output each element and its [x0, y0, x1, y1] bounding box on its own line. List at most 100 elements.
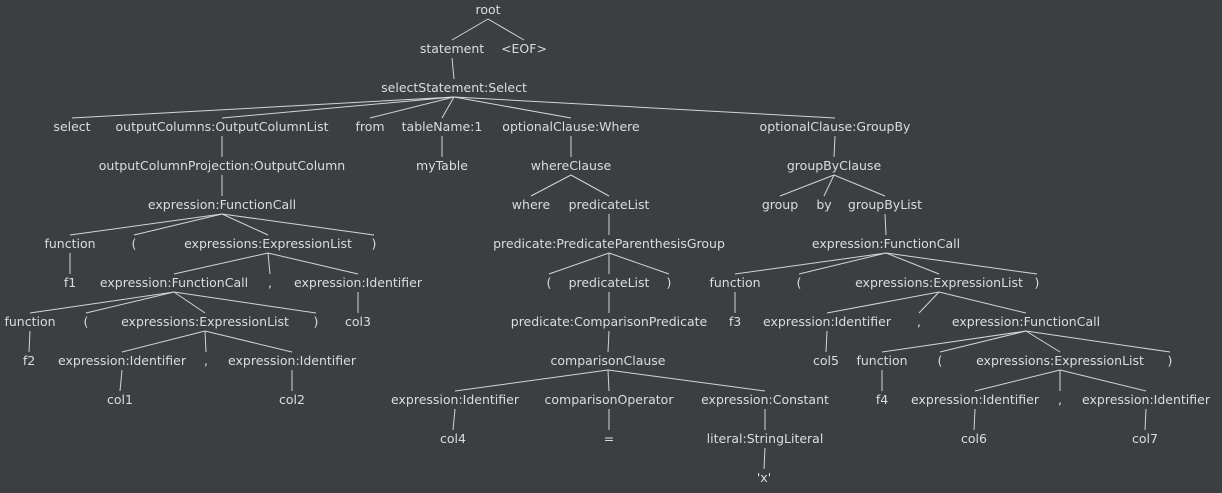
- edge-root-to-eof: [487, 18, 525, 41]
- tree-node-tablename-1: tableName:1: [401, 119, 483, 134]
- edge-gfc-to-gexprs: [885, 252, 940, 275]
- tree-node-expression-identifier: expression:Identifier: [294, 275, 422, 290]
- tree-node-expressions-expressionlist: expressions:ExpressionList: [855, 275, 1023, 290]
- edge-gexprs-to-gfc2: [938, 291, 1027, 314]
- edge-gfc2-to-glp2: [939, 330, 1027, 353]
- edge-compClause-to-id_col4: [454, 369, 609, 392]
- edge-compPred-to-compClause: [607, 330, 610, 353]
- tree-node-from: from: [355, 119, 385, 134]
- edge-id_col4-to-col4: [452, 408, 456, 431]
- edge-groupByClause-to-groupByList: [833, 174, 886, 197]
- tree-node-eof: <EOF>: [501, 41, 547, 56]
- edge-fc1-to-lp1: [133, 213, 223, 236]
- tree-node-selectstatement-select: selectStatement:Select: [381, 80, 527, 95]
- edge-exprs2-to-id_col2: [204, 330, 293, 353]
- tree-node-statement: statement: [419, 41, 485, 56]
- tree-node-f3: f3: [728, 314, 742, 329]
- tree-node-expressions-expressionlist: expressions:ExpressionList: [184, 236, 352, 251]
- tree-node-select: select: [53, 119, 91, 134]
- tree-node-expression-functioncall: expression:FunctionCall: [811, 236, 961, 251]
- tree-node-symbol: (: [937, 353, 943, 368]
- edge-gexprs-to-id_col5: [826, 291, 940, 314]
- tree-node-expression-constant: expression:Constant: [701, 392, 829, 407]
- edge-selectStatement-to-outputColumns: [221, 96, 455, 119]
- tree-node-comparisonclause: comparisonClause: [550, 353, 666, 368]
- tree-node-function: function: [4, 314, 56, 329]
- tree-node-predicatelist: predicateList: [568, 197, 650, 212]
- edge-exprs1-to-id_col3: [267, 252, 359, 275]
- tree-node-col1: col1: [107, 392, 133, 407]
- tree-node-where: where: [511, 197, 551, 212]
- edge-selectStatement-to-from_kw: [369, 96, 455, 119]
- edge-fc2-to-function2: [29, 291, 175, 314]
- tree-node-col6: col6: [961, 431, 987, 446]
- edge-groupByClause-to-group_kw: [779, 174, 835, 197]
- edge-gfc-to-gfunction: [734, 252, 887, 275]
- tree-node-symbol: ,: [917, 314, 921, 329]
- edge-gexprs2-to-id_col6: [974, 369, 1061, 392]
- tree-node-symbol: ): [1167, 353, 1173, 368]
- tree-node-expression-identifier: expression:Identifier: [58, 353, 186, 368]
- tree-node-symbol: (: [131, 236, 137, 251]
- edge-fc1-to-exprs1: [221, 213, 269, 236]
- tree-node-expression-identifier: expression:Identifier: [763, 314, 891, 329]
- edge-gexprs-to-gcomma: [918, 291, 940, 314]
- edge-statement-to-selectStatement: [451, 57, 455, 80]
- tree-node-expression-functioncall: expression:FunctionCall: [951, 314, 1101, 329]
- tree-node-root: root: [475, 2, 501, 17]
- tree-node-expression-identifier: expression:Identifier: [1082, 392, 1210, 407]
- tree-node-col4: col4: [440, 431, 466, 446]
- tree-node-col5: col5: [813, 353, 839, 368]
- tree-node-outputcolumns-outputcolumnlist: outputColumns:OutputColumnList: [115, 119, 329, 134]
- edge-strLit-to-xlit: [763, 447, 766, 470]
- tree-node-expressions-expressionlist: expressions:ExpressionList: [976, 353, 1144, 368]
- edge-id_col6-to-col6: [973, 408, 976, 431]
- tree-node-f2: f2: [22, 353, 36, 368]
- edge-fc1-to-function1: [69, 213, 223, 236]
- edge-exprs1-to-fc2: [173, 252, 269, 275]
- edge-fc1-to-rp1: [221, 213, 375, 236]
- tree-node-outputcolumnprojection-outputcolumn: outputColumnProjection:OutputColumn: [98, 158, 346, 173]
- edge-id_col1-to-col1: [119, 369, 123, 392]
- tree-node-expression-functioncall: expression:FunctionCall: [99, 275, 249, 290]
- edge-selectStatement-to-select_kw: [71, 96, 455, 119]
- edge-fc2-to-rp2: [173, 291, 317, 314]
- tree-node-symbol: (: [796, 275, 802, 290]
- tree-node-predicate-comparisonpredicate: predicate:ComparisonPredicate: [510, 314, 708, 329]
- tree-node-predicatelist: predicateList: [568, 275, 650, 290]
- edge-id_col7-to-col7: [1144, 408, 1147, 431]
- tree-node-predicate-predicateparenthesisgroup: predicate:PredicateParenthesisGroup: [493, 236, 725, 251]
- tree-node-expressions-expressionlist: expressions:ExpressionList: [121, 314, 289, 329]
- tree-node-comparisonoperator: comparisonOperator: [544, 392, 674, 407]
- edge-function2-to-f2: [28, 330, 31, 353]
- tree-node-expression-identifier: expression:Identifier: [391, 392, 519, 407]
- tree-node-f1: f1: [63, 275, 77, 290]
- edge-gfc2-to-gfunction2: [881, 330, 1027, 353]
- edge-exprs2-to-comma2: [204, 330, 207, 353]
- tree-node-literal-stringliteral: literal:StringLiteral: [706, 431, 824, 446]
- edge-selectStatement-to-tableName: [441, 96, 455, 119]
- tree-node-function: function: [44, 236, 96, 251]
- edge-selectStatement-to-optWhere: [453, 96, 572, 119]
- edge-optGroupBy-to-groupByClause: [833, 135, 836, 158]
- tree-node-symbol: ,: [204, 353, 208, 368]
- edge-groupByClause-to-by_kw: [823, 174, 835, 197]
- tree-node-mytable: myTable: [416, 158, 468, 173]
- tree-node-symbol: ): [371, 236, 377, 251]
- tree-node-expression-identifier: expression:Identifier: [911, 392, 1039, 407]
- tree-node-whereclause: whereClause: [530, 158, 612, 173]
- edge-fc2-to-lp2: [85, 291, 175, 314]
- edge-whereClause-to-where_kw: [530, 174, 572, 197]
- edge-fc2-to-exprs2: [173, 291, 206, 314]
- tree-node-col3: col3: [345, 314, 371, 329]
- tree-node-expression-functioncall: expression:FunctionCall: [147, 197, 297, 212]
- edge-predParen-to-lp_pred: [548, 252, 610, 275]
- tree-node-symbol: ): [313, 314, 319, 329]
- tree-node-by: by: [816, 197, 832, 212]
- edge-gfc-to-glp: [798, 252, 887, 275]
- tree-node-f4: f4: [875, 392, 889, 407]
- edge-exprs2-to-id_col1: [121, 330, 206, 353]
- tree-node-symbol: (: [546, 275, 552, 290]
- edge-exprs1-to-comma1: [267, 252, 271, 275]
